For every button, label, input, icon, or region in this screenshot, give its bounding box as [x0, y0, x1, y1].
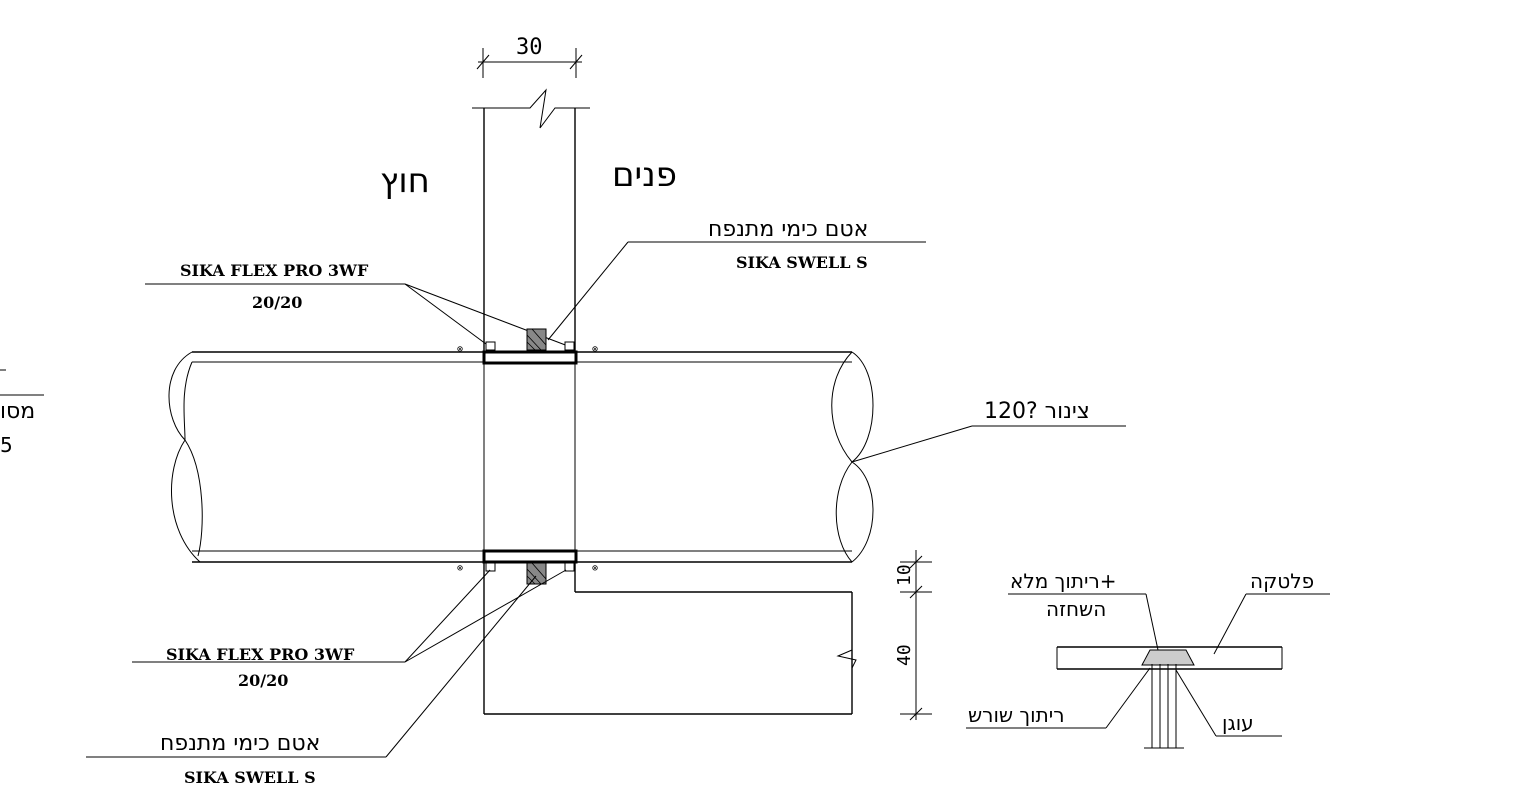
- dim-10-label: 10: [894, 564, 915, 586]
- left-cut-annotation: מסו 5: [0, 369, 44, 457]
- flex-top-dim: 20/20: [252, 293, 302, 312]
- dim-30-label: 30: [516, 35, 543, 60]
- detail-full-weld: ריתוך מלא+: [1010, 569, 1117, 593]
- pipe-label: צינור ?120: [984, 399, 1090, 424]
- flex-bottom-callout: SIKA FLEX PRO 3WF 20/20: [132, 569, 567, 690]
- swell-bottom-lat: SIKA SWELL S: [184, 768, 316, 787]
- detail-anchor: עוגן: [1222, 711, 1254, 735]
- inside-label: פנים: [612, 155, 677, 195]
- pipe-callout: צינור ?120: [851, 399, 1126, 463]
- wall-upper: [472, 88, 590, 352]
- swell-top-heb: אטם כימי מתנפח: [708, 217, 868, 242]
- detail-plate: פלטקה: [1250, 569, 1314, 593]
- swell-top-lat: SIKA SWELL S: [736, 253, 868, 272]
- flex-top-callout: SIKA FLEX PRO 3WF 20/20: [145, 261, 569, 347]
- cut-text-2: 5: [0, 433, 13, 457]
- flex-bottom-lat: SIKA FLEX PRO 3WF: [166, 645, 355, 664]
- swell-top-callout: אטם כימי מתנפח SIKA SWELL S: [547, 217, 926, 341]
- sealant-mark: ⊗: [457, 344, 463, 355]
- dimension-wall-thickness: 30: [476, 35, 583, 78]
- sealant-mark: ⊗: [457, 563, 463, 574]
- weld-detail: ריתוך מלא+ השחזה פלטקה ריתוך שורש עוגן: [966, 569, 1330, 749]
- sealant-mark: ⊗: [592, 563, 598, 574]
- flex-top-lat: SIKA FLEX PRO 3WF: [180, 261, 369, 280]
- flex-bottom-dim: 20/20: [238, 671, 288, 690]
- outside-label: חוץ: [380, 161, 430, 201]
- swell-bottom-callout: אטם כימי מתנפח SIKA SWELL S: [86, 575, 537, 787]
- detail-blasting: השחזה: [1046, 597, 1106, 621]
- cut-text-1: מסו: [0, 399, 35, 424]
- sleeve-bottom: ⊗ ⊗: [457, 549, 598, 585]
- sleeve-top: ⊗ ⊗: [457, 328, 598, 365]
- dimension-vertical: 10 40: [894, 550, 932, 721]
- swell-bottom-heb: אטם כימי מתנפח: [160, 731, 320, 756]
- detail-root-weld: ריתוך שורש: [968, 703, 1065, 727]
- dim-40-label: 40: [894, 644, 915, 666]
- sealant-mark: ⊗: [592, 344, 598, 355]
- pipe-body: [168, 351, 874, 563]
